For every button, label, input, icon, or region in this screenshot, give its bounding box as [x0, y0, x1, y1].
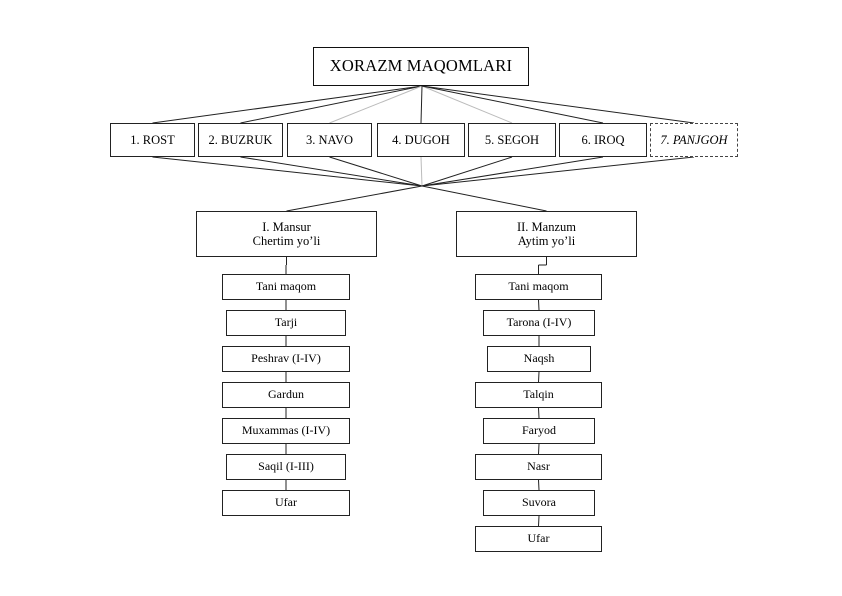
maqom-label: 5. SEGOH	[484, 132, 540, 147]
chain-label: Tarona (I-IV)	[506, 315, 572, 330]
chain-box-2-5: Faryod	[483, 418, 595, 444]
branch-title: I. Mansur	[262, 219, 311, 234]
maqom-label: 6. IROQ	[581, 132, 625, 147]
maqom-box-4: 4. DUGOH	[377, 123, 465, 157]
chain-label: Nasr	[527, 459, 550, 474]
chain-label: Peshrav (I-IV)	[251, 351, 321, 366]
maqom-box-5: 5. SEGOH	[468, 123, 556, 157]
chain-box-1-3: Peshrav (I-IV)	[222, 346, 350, 372]
maqom-box-7: 7. PANJGOH	[650, 123, 738, 157]
chain-label: Suvora	[522, 495, 556, 510]
maqom-label: 4. DUGOH	[392, 132, 450, 147]
maqom-label: 1. ROST	[130, 132, 175, 147]
chain-label: Naqsh	[523, 351, 555, 366]
chain-label: Ufar	[527, 531, 550, 546]
chain-box-2-3: Naqsh	[487, 346, 591, 372]
chain-box-2-2: Tarona (I-IV)	[483, 310, 595, 336]
maqom-box-3: 3. NAVO	[287, 123, 372, 157]
chain-box-2-1: Tani maqom	[475, 274, 602, 300]
chain-label: Muxammas (I-IV)	[241, 423, 331, 438]
chain-label: Talqin	[523, 387, 554, 402]
chain-box-1-6: Saqil (I-III)	[226, 454, 346, 480]
branch-subtitle: Aytim yo’li	[517, 234, 576, 248]
chain-label: Ufar	[275, 495, 297, 510]
chain-box-2-8: Ufar	[475, 526, 602, 552]
chain-label: Tani maqom	[508, 279, 569, 294]
branch-title: II. Manzum	[516, 219, 576, 234]
maqom-label: 2. BUZRUK	[208, 132, 273, 147]
chain-box-1-4: Gardun	[222, 382, 350, 408]
maqom-box-2: 2. BUZRUK	[198, 123, 283, 157]
chain-box-2-4: Talqin	[475, 382, 602, 408]
chain-label: Faryod	[522, 423, 556, 438]
maqom-box-6: 6. IROQ	[559, 123, 647, 157]
chain-label: Tarji	[274, 315, 298, 330]
chain-label: Gardun	[268, 387, 304, 402]
chain-box-1-5: Muxammas (I-IV)	[222, 418, 350, 444]
maqom-label: 7. PANJGOH	[660, 132, 728, 147]
chain-label: Tani maqom	[255, 279, 317, 294]
chain-box-1-7: Ufar	[222, 490, 350, 516]
chain-label: Saqil (I-III)	[258, 459, 314, 474]
branch-subtitle: Chertim yo’li	[252, 234, 321, 248]
maqom-box-1: 1. ROST	[110, 123, 195, 157]
page-title: XORAZM MAQOMLARI	[329, 56, 513, 76]
maqom-label: 3. NAVO	[306, 132, 353, 147]
diagram-title-box: XORAZM MAQOMLARI	[313, 47, 529, 86]
chain-box-2-7: Suvora	[483, 490, 595, 516]
chain-box-1-2: Tarji	[226, 310, 346, 336]
chain-box-2-6: Nasr	[475, 454, 602, 480]
chain-box-1-1: Tani maqom	[222, 274, 350, 300]
